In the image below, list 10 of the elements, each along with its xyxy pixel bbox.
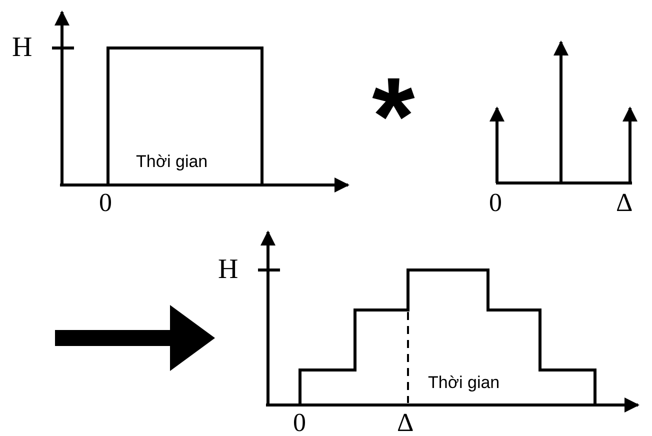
axis-label: Δ [397, 410, 414, 436]
axis-label: H [218, 256, 238, 284]
operator-symbol: * [372, 62, 415, 172]
axis-label: 0 [489, 190, 502, 216]
axis-label: 0 [99, 190, 112, 216]
axis-label: 0 [293, 410, 306, 436]
axis-label: H [12, 34, 32, 62]
axis-label: Thời gian [136, 153, 208, 170]
axis-label: Δ [616, 190, 633, 216]
axis-label: Thời gian [428, 374, 500, 391]
